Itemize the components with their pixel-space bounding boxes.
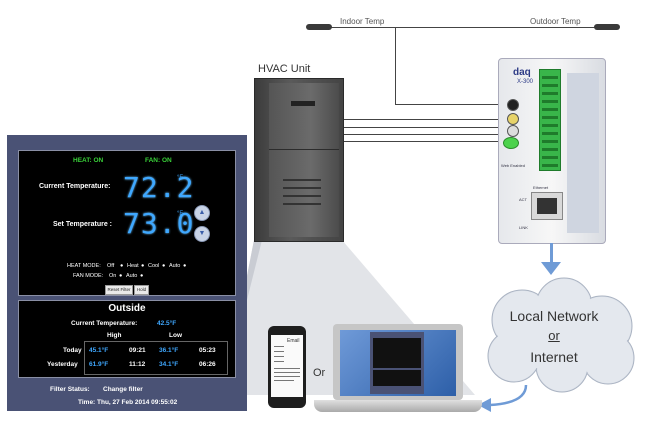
radio-icon[interactable]: ● [162,263,166,269]
hvac-unit-label: HVAC Unit [258,63,311,75]
current-temp-display: 72.2 [123,171,195,204]
relay-led-icon [507,125,519,137]
sensor-wire [310,27,606,28]
device-side-rail [567,73,599,233]
heat-status: HEAT: ON [73,157,104,164]
heat-mode-label: HEAT MODE: [67,263,101,269]
radio-icon[interactable]: ● [120,263,124,269]
network-label-line1: Local Network [509,308,599,324]
chevron-up-icon: ▲ [198,209,206,216]
network-label-or: or [548,328,560,343]
laptop-base [314,400,482,412]
daq-controller-device: daq X-300 Web Enabled Ethernet ACT LINK [498,58,606,244]
control-wire-3 [340,134,508,135]
outside-current-label: Current Temperature: [71,320,138,327]
phone-email-header: Email [287,338,300,344]
relay-led-icon [507,113,519,125]
hvac-unit [254,78,344,242]
table-cell: 05:23 [199,347,216,354]
device-model: X-300 [517,79,534,85]
network-label-line3: Internet [530,349,578,365]
row-day: Today [63,347,82,354]
set-temp-unit: °F [177,211,184,217]
table-cell: 34.1°F [159,361,179,368]
table-cell: 36.1°F [159,347,179,354]
current-temp-label: Current Temperature: [39,183,111,190]
heat-mode-auto[interactable]: Auto [169,263,181,269]
outside-temp-table: 45.1°F 09:21 36.1°F 05:23 61.9°F 11:12 3… [84,341,228,375]
filter-status-label: Filter Status: [50,386,90,393]
cloud-icon [487,277,635,393]
hvac-vent [283,203,321,205]
low-header: Low [169,332,182,339]
radio-icon[interactable]: ● [141,263,145,269]
device-brand-logo: daq [513,67,531,78]
device-to-network-arrow [550,243,553,267]
set-temp-display: 73.0 [123,207,195,240]
control-wire-2 [340,127,508,128]
outside-current-value: 42.5°F [157,320,177,327]
fan-mode-on[interactable]: On [109,273,117,279]
radio-icon[interactable]: ● [183,263,187,269]
time-label: Time: [78,399,96,406]
temp-down-button[interactable]: ▼ [194,226,210,242]
table-cell: 09:21 [129,347,146,354]
indoor-temp-label: Indoor Temp [340,17,385,26]
hvac-front-panel [269,83,339,237]
device-side-text: Web Enabled [501,163,525,168]
hvac-vent [283,179,321,181]
phone-screen: Email [271,335,303,397]
high-header: High [107,332,122,339]
outdoor-probe [594,24,620,30]
table-cell: 11:12 [129,361,146,368]
hold-button[interactable]: Hold [134,285,149,295]
radio-icon[interactable]: ● [119,273,123,279]
device-ethernet-text: Ethernet [533,185,549,190]
fan-mode-auto[interactable]: Auto [126,273,138,279]
time-value: Thu, 27 Feb 2014 09:55:02 [97,399,178,406]
reset-filter-button[interactable]: Reset Filter [105,285,133,295]
terminal-block [539,69,561,171]
thermostat-control-screen: HEAT: ON FAN: ON Current Temperature: 72… [18,150,236,296]
hvac-panel-seam [269,149,339,150]
control-wire-4 [340,141,508,142]
radio-icon[interactable]: ● [140,273,144,279]
set-temp-label: Set Temperature : [53,221,112,228]
device-port-label: ACT [519,197,527,202]
temp-up-button[interactable]: ▲ [194,205,210,221]
table-cell: 61.9°F [89,361,109,368]
relay-led-icon [507,99,519,111]
laptop-thermostat-app [370,332,424,394]
ethernet-port-icon [531,192,563,220]
arrow-down-icon [541,262,561,275]
smartphone: Email [268,326,306,408]
outdoor-temp-label: Outdoor Temp [530,17,581,26]
indoor-to-device-wire [395,104,507,105]
heat-mode-off[interactable]: Off [107,263,115,269]
current-temp-unit: °F [177,175,184,181]
cloud-to-laptop-arrow [478,384,528,412]
filter-status-value: Change filter [103,386,143,393]
power-led-icon [503,137,519,149]
heat-mode-cool[interactable]: Cool [148,263,160,269]
control-wire-1 [340,119,508,120]
outside-weather-screen: Outside Current Temperature: 42.5°F High… [18,300,236,378]
fan-mode-label: FAN MODE: [73,273,104,279]
row-day: Yesterday [47,361,78,368]
outside-title: Outside [108,303,146,314]
indoor-probe [306,24,332,30]
chevron-down-icon: ▼ [198,230,206,237]
fan-status: FAN: ON [145,157,172,164]
device-port-label-2: LINK [519,225,528,230]
table-cell: 45.1°F [89,347,109,354]
hvac-vent [283,195,321,197]
heat-mode-heat[interactable]: Heat [127,263,139,269]
indoor-drop-wire [395,27,396,105]
hvac-vent [283,187,321,189]
hvac-badge [291,101,315,106]
table-cell: 06:26 [199,361,216,368]
or-label: Or [313,367,326,379]
